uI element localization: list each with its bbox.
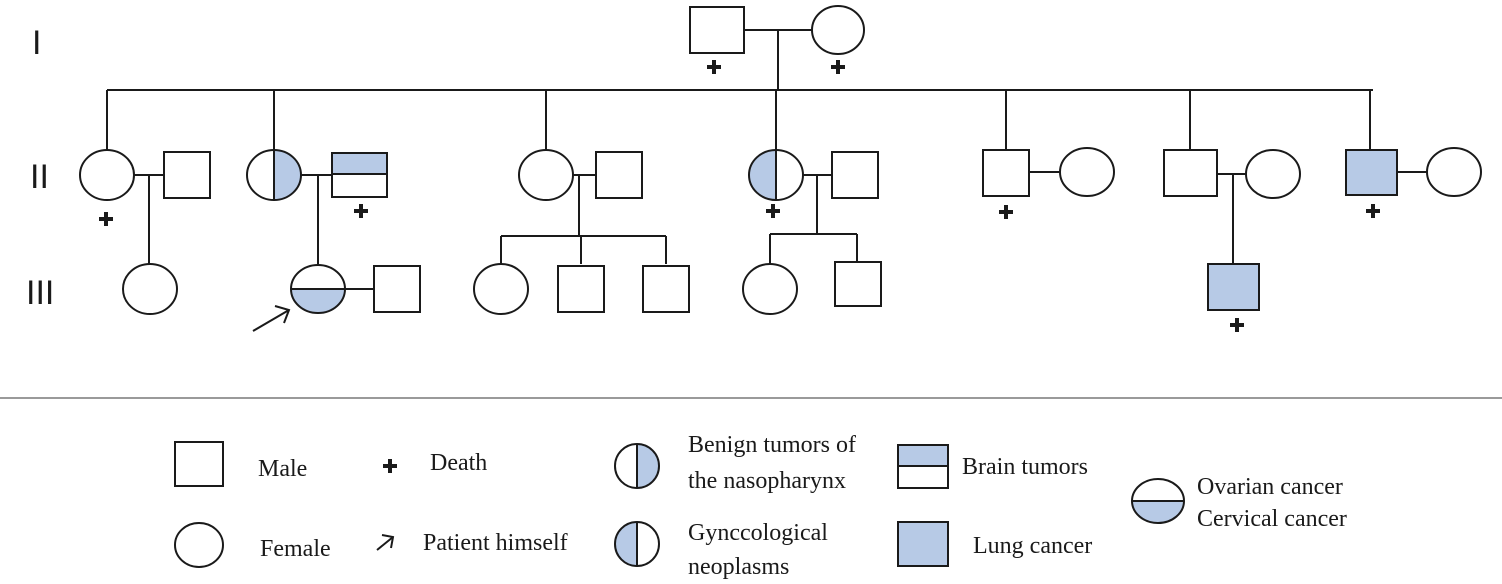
legend-nasopharynx-label-line2: the nasopharynx [688, 468, 846, 494]
death-mark [831, 60, 845, 74]
female-circle [1059, 147, 1115, 197]
legend-gynecological-label-line1: Gynccological [688, 520, 828, 546]
legend-nasopharynx-label-line1: Benign tumors of [688, 432, 856, 458]
male-square [373, 265, 421, 313]
male-square [163, 151, 211, 199]
grandfather-square [689, 6, 745, 54]
legend-death-label: Death [430, 450, 487, 476]
male-square [642, 265, 690, 313]
male-lung-cancer [1345, 149, 1398, 196]
female-circle [122, 263, 178, 315]
generation-label-2: II [30, 158, 49, 196]
female-circle [473, 263, 529, 315]
death-mark [99, 212, 113, 226]
legend-male-label: Male [258, 456, 307, 482]
legend-female-label: Female [260, 536, 331, 562]
male-brain-tumor [331, 152, 388, 198]
legend-death-icon [383, 459, 397, 473]
male-square [557, 265, 605, 313]
female-nasopharynx-tumor [246, 149, 302, 201]
legend-patient-label: Patient himself [423, 530, 568, 556]
grandmother-circle [811, 5, 865, 55]
legend-female-circle [174, 522, 224, 568]
death-mark [999, 205, 1013, 219]
female-circle [742, 263, 798, 315]
male-lung-cancer [1207, 263, 1260, 311]
death-mark [1366, 204, 1380, 218]
female-circle [518, 149, 574, 201]
legend-patient-arrow-icon [376, 534, 395, 551]
legend-ovarian-label: Ovarian cancer [1197, 474, 1343, 500]
legend: Male Female Death Patient himself Benign… [174, 432, 1347, 580]
male-square [982, 149, 1030, 197]
legend-brain-tumor-label: Brain tumors [962, 454, 1088, 480]
female-gynecological-neoplasm [748, 149, 804, 201]
generation-label-3: III [26, 274, 54, 312]
legend-gynecological-label-line2: neoplasms [688, 554, 789, 580]
male-square [595, 151, 643, 199]
legend-ovarian-cervical-icon [1131, 478, 1185, 524]
female-circle [1426, 147, 1482, 197]
legend-brain-tumor-icon [897, 444, 949, 489]
proband-arrow [252, 305, 291, 332]
female-circle [79, 149, 135, 201]
female-circle [1245, 149, 1301, 199]
male-square [834, 261, 882, 307]
male-square [831, 151, 879, 199]
legend-cervical-label: Cervical cancer [1197, 506, 1347, 532]
death-mark [354, 204, 368, 218]
generation-label-1: I [32, 24, 41, 62]
legend-nasopharynx-icon [614, 443, 660, 489]
death-mark [766, 204, 780, 218]
legend-gynecological-icon [614, 521, 660, 567]
legend-male-square [174, 441, 224, 487]
proband-ovarian-cervical-cancer [290, 264, 346, 314]
death-mark [1230, 318, 1244, 332]
death-mark [707, 60, 721, 74]
legend-lung-cancer-icon [897, 521, 949, 567]
legend-lung-cancer-label: Lung cancer [973, 533, 1092, 559]
pedigree-lines [106, 29, 1427, 290]
male-square [1163, 149, 1218, 197]
